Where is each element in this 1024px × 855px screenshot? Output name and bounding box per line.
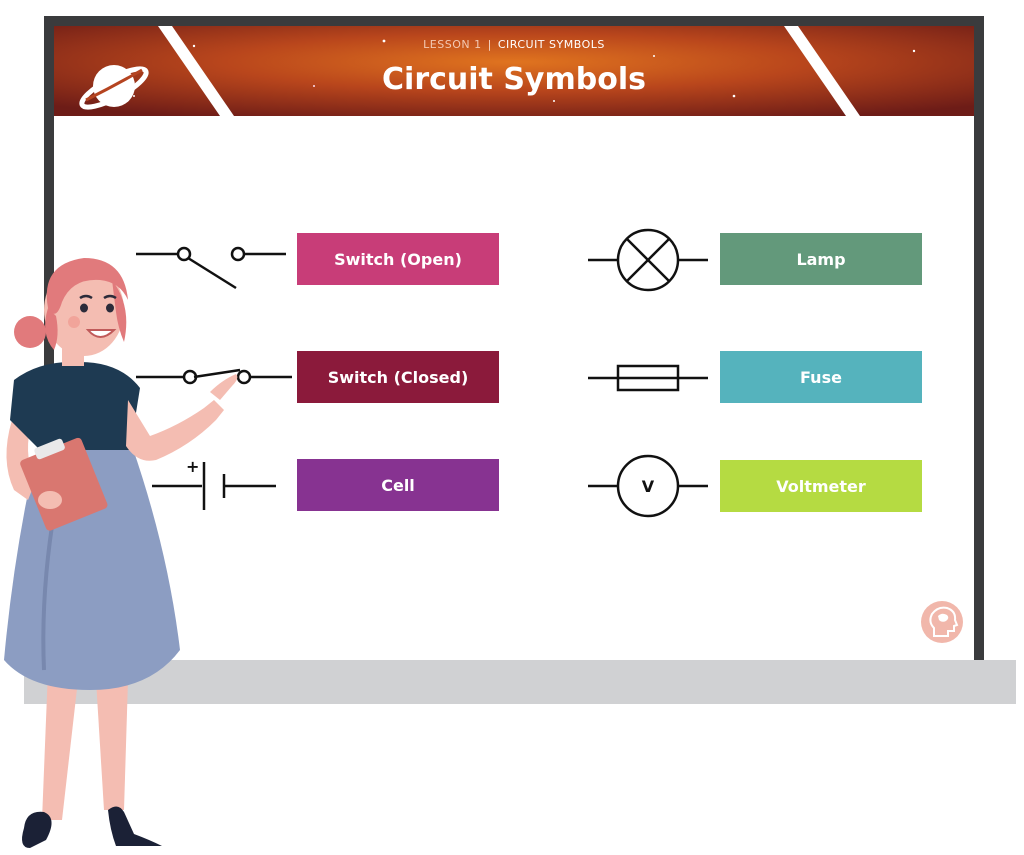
brain-head-icon [921, 601, 963, 643]
lesson-topic: CIRCUIT SYMBOLS [497, 38, 605, 51]
breadcrumb-separator: | [487, 38, 492, 51]
label-text: Lamp [796, 249, 846, 269]
label-text: Fuse [800, 367, 842, 387]
lamp-symbol [588, 228, 708, 292]
whiteboard-slide: LESSON 1 | CIRCUIT SYMBOLS Circuit Symbols… [54, 26, 974, 660]
page-title: Circuit Symbols [382, 62, 646, 97]
lesson-number: LESSON 1 [423, 38, 482, 51]
hair-bun [14, 316, 46, 348]
label-lamp: Lamp [720, 233, 922, 285]
cell-polarity: + [186, 457, 199, 476]
label-cell: Cell [297, 459, 499, 511]
voltmeter-symbol: V [588, 454, 708, 518]
slide-banner: LESSON 1 | CIRCUIT SYMBOLS Circuit Symbols [54, 26, 974, 116]
open-switch-symbol [136, 246, 286, 290]
lesson-breadcrumb: LESSON 1 | CIRCUIT SYMBOLS [54, 38, 974, 51]
label-switch-closed: Switch (Closed) [297, 351, 499, 403]
planet-logo-icon [79, 65, 149, 110]
whiteboard-ledge [24, 660, 1016, 704]
cell-symbol: + [152, 457, 276, 510]
label-switch-open: Switch (Open) [297, 233, 499, 285]
shoe-right [108, 806, 162, 846]
clipboard-icon [20, 437, 108, 531]
voltmeter-letter: V [642, 477, 655, 496]
pointing-hand [210, 374, 238, 400]
nebula-background [54, 26, 974, 116]
fuse-symbol [588, 364, 708, 392]
label-text: Voltmeter [776, 476, 866, 496]
label-text: Cell [381, 475, 415, 495]
label-text: Switch (Closed) [327, 367, 469, 387]
label-voltmeter: Voltmeter [720, 460, 922, 512]
blouse [10, 361, 140, 450]
closed-switch-symbol [136, 368, 292, 385]
label-fuse: Fuse [720, 351, 922, 403]
shoe-left [22, 811, 52, 848]
teacher-illustration [4, 258, 238, 848]
label-text: Switch (Open) [334, 249, 462, 269]
